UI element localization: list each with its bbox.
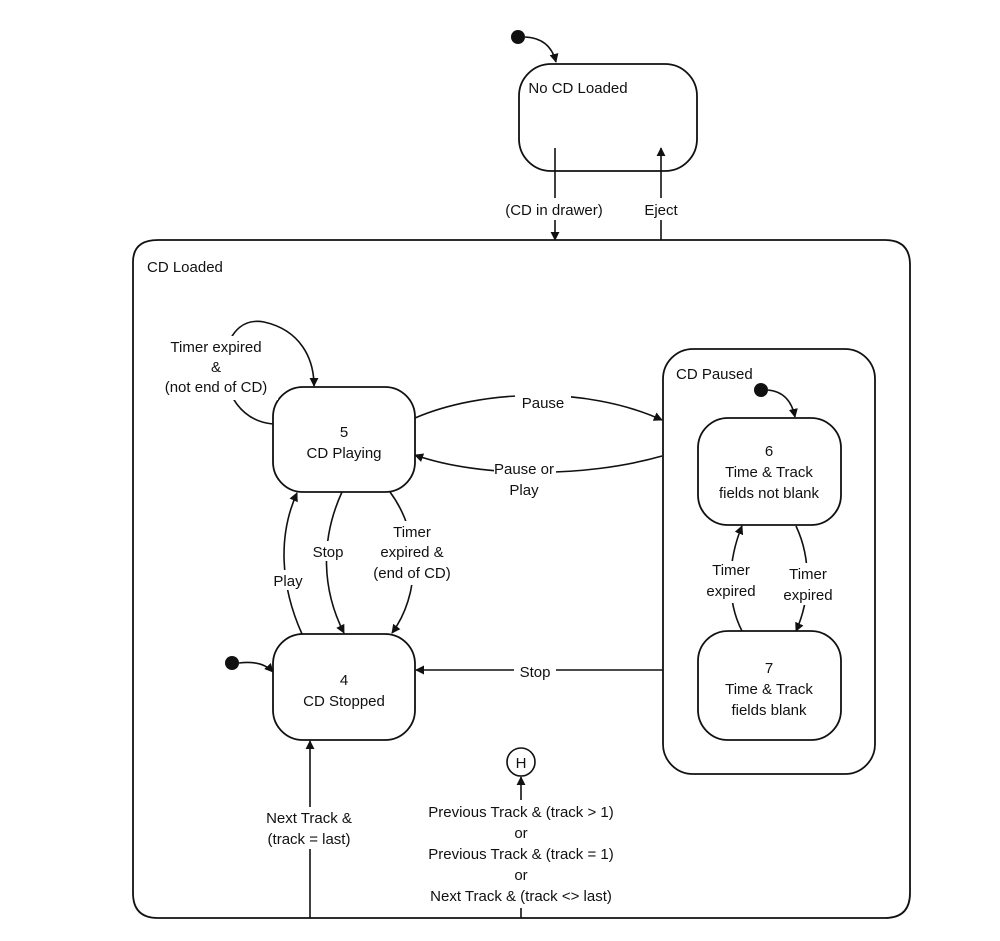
cd-paused-composite xyxy=(662,348,876,775)
state-fields-blank: 7 Time & Track fields blank xyxy=(697,630,842,741)
state-cd-playing-name: CD Playing xyxy=(306,445,381,462)
state-fields-not-blank-line2: fields not blank xyxy=(719,485,820,502)
state-fields-not-blank-number: 6 xyxy=(765,443,773,460)
edge-stop-from-playing-label: Stop xyxy=(313,544,344,561)
initial-dot-top xyxy=(511,30,525,44)
initial-edge-stopped xyxy=(238,661,274,673)
edge-timer-7-to-6-line2: expired xyxy=(706,583,755,600)
state-cd-playing-number: 5 xyxy=(340,424,348,441)
edge-history-line2: or xyxy=(514,825,527,842)
edge-timer-not-end-line2: & xyxy=(211,359,221,376)
edge-pause-or-play-line2: Play xyxy=(509,482,539,499)
initial-edge-top xyxy=(524,36,559,63)
state-cd-stopped-name: CD Stopped xyxy=(303,693,385,710)
edge-history-line5: Next Track & (track <> last) xyxy=(430,888,612,905)
state-no-cd-loaded: No CD Loaded xyxy=(518,63,698,172)
cd-paused-label: CD Paused xyxy=(676,366,753,383)
state-fields-not-blank: 6 Time & Track fields not blank xyxy=(697,417,842,526)
edge-timer-7-to-6-line1: Timer xyxy=(712,562,750,579)
state-fields-blank-line2: fields blank xyxy=(731,702,807,719)
initial-edge-paused xyxy=(767,389,798,418)
edge-history-line4: or xyxy=(514,867,527,884)
edge-timer-6-to-7-line1: Timer xyxy=(789,566,827,583)
edge-history-line3: Previous Track & (track = 1) xyxy=(428,846,613,863)
edge-stop-from-playing xyxy=(325,491,345,634)
edge-stop-from-paused-label: Stop xyxy=(520,664,551,681)
edge-timer-6-to-7-line2: expired xyxy=(783,587,832,604)
state-no-cd-loaded-label: No CD Loaded xyxy=(528,80,627,97)
initial-dot-paused xyxy=(754,383,768,397)
edge-timer-not-end-line1: Timer expired xyxy=(170,339,261,356)
cd-loaded-label: CD Loaded xyxy=(147,259,223,276)
history-pseudostate-label: H xyxy=(516,755,527,772)
state-cd-stopped-number: 4 xyxy=(340,672,348,689)
state-cd-playing: 5 CD Playing xyxy=(272,386,416,493)
cd-loaded-composite xyxy=(132,239,911,919)
edge-history-line1: Previous Track & (track > 1) xyxy=(428,804,613,821)
edge-timer-not-end-loop xyxy=(223,320,319,425)
edge-next-track-last-line2: (track = last) xyxy=(268,831,351,848)
edge-timer-end-line2: expired & xyxy=(380,544,443,561)
edge-play-label: Play xyxy=(273,573,303,590)
initial-dot-stopped xyxy=(225,656,239,670)
state-fields-blank-number: 7 xyxy=(765,660,773,677)
edge-pause-or-play-line1: Pause or xyxy=(494,461,554,478)
history-pseudostate xyxy=(506,747,536,777)
edge-timer-end-line1: Timer xyxy=(393,524,431,541)
edge-cd-in-drawer-label: (CD in drawer) xyxy=(505,202,603,219)
state-fields-blank-line1: Time & Track xyxy=(725,681,813,698)
edge-play xyxy=(283,492,303,635)
edge-timer-not-end-line3: (not end of CD) xyxy=(165,379,268,396)
edge-eject-label: Eject xyxy=(644,202,678,219)
edge-timer-end-line3: (end of CD) xyxy=(373,565,451,582)
state-cd-stopped: 4 CD Stopped xyxy=(272,633,416,741)
state-fields-not-blank-line1: Time & Track xyxy=(725,464,813,481)
edge-pause-label: Pause xyxy=(522,395,565,412)
edge-next-track-last-line1: Next Track & xyxy=(266,810,352,827)
